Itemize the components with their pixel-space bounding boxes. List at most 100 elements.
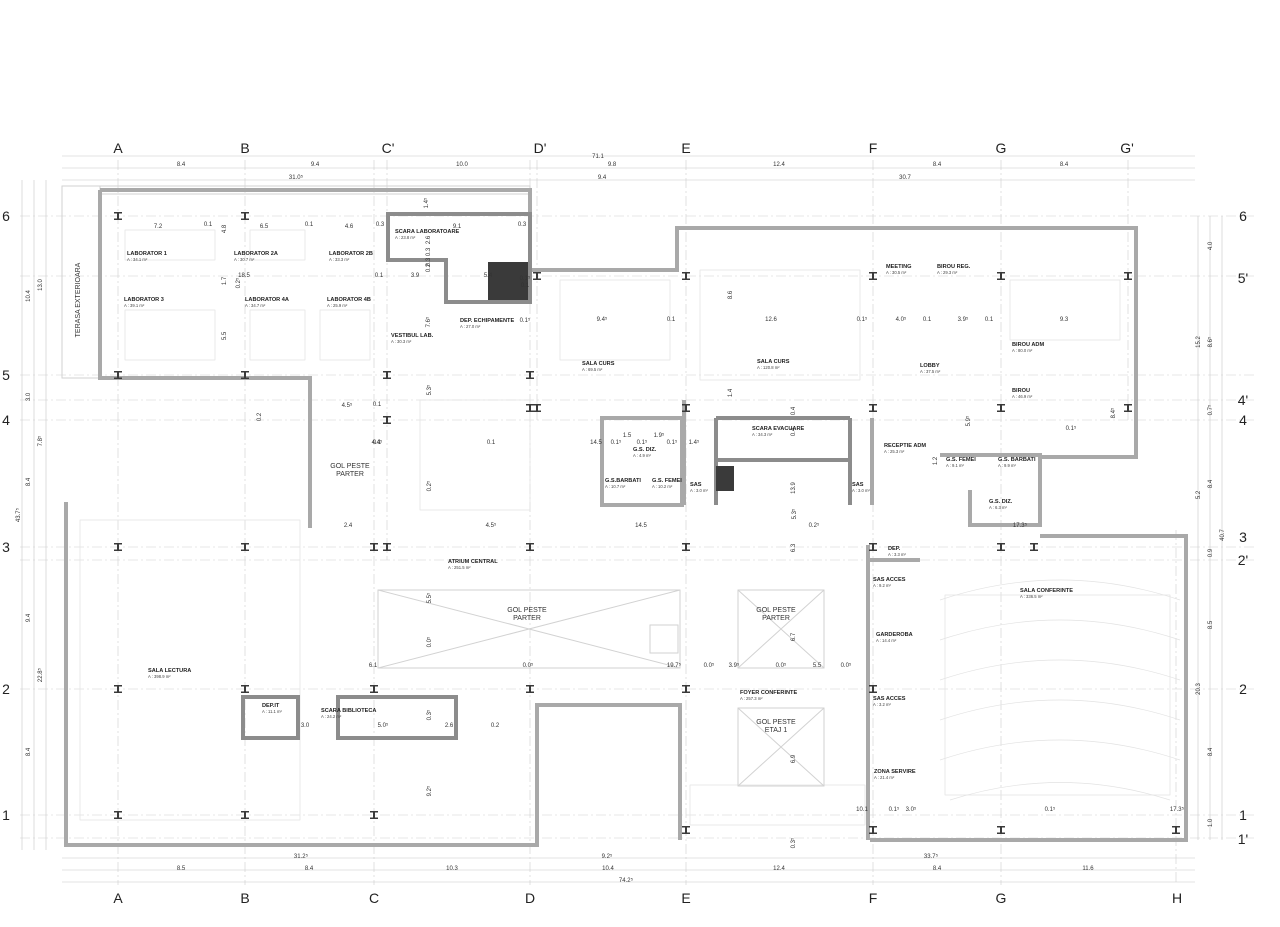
inner-dim-43: 0.1⁵ bbox=[611, 439, 622, 446]
column-marker bbox=[1124, 272, 1132, 280]
dim-top-1: 8.4 bbox=[177, 162, 186, 168]
axis-left-5: 5 bbox=[2, 367, 10, 383]
dim-bottom-4: 10.4 bbox=[602, 866, 614, 872]
dim-top-7: 8.4 bbox=[1060, 162, 1069, 168]
inner-dim-89: 0.2⁵ bbox=[235, 277, 242, 288]
room-name: LOBBY bbox=[920, 363, 940, 369]
inner-dim-66: 6.7 bbox=[791, 632, 797, 641]
dim-right-11: 8.4 bbox=[1208, 747, 1214, 756]
column-marker bbox=[682, 826, 690, 834]
room-area: A : 3.2 m² bbox=[873, 702, 892, 707]
inner-dim-51: 5.9⁵ bbox=[965, 415, 972, 426]
inner-dim-34: 8.6 bbox=[728, 290, 734, 299]
inner-dim-32: 0.1 bbox=[985, 317, 994, 323]
axis-bottom-A: A bbox=[113, 890, 123, 906]
room-33: DEP.ITA : 11.1 m² bbox=[262, 703, 283, 714]
inner-dim-53: 8.4⁵ bbox=[1110, 407, 1117, 418]
inner-dim-16: 0.1 bbox=[375, 273, 384, 279]
room-name: BIROU ADM bbox=[1012, 342, 1044, 348]
furniture bbox=[79, 229, 1171, 826]
dim-top-total: 71.1 bbox=[592, 154, 604, 160]
inner-dim-57: 2.4 bbox=[344, 523, 353, 529]
room-name: SCARA LABORATOARE bbox=[395, 229, 459, 235]
dim-right-5: 8.4 bbox=[1208, 479, 1214, 488]
inner-dim-65: 0.0⁵ bbox=[426, 636, 433, 647]
axis-right-5-prime: 5' bbox=[1238, 270, 1248, 286]
inner-dim-68: 0.0⁵ bbox=[523, 662, 534, 669]
room-area: A : 34.7 m² bbox=[245, 303, 266, 308]
room-area: A : 120.8 m² bbox=[757, 365, 780, 370]
inner-dim-3: 4.8 bbox=[222, 224, 228, 233]
dim-bottom-1: 8.5 bbox=[177, 866, 186, 872]
inner-dim-9: 9.1 bbox=[453, 224, 462, 230]
room-area: A : 3.0 m² bbox=[690, 488, 709, 493]
room-area: A : 39.1 m² bbox=[124, 303, 145, 308]
room-area: A : 46.9 m² bbox=[1012, 394, 1033, 399]
dim-left-7: 9.4 bbox=[26, 613, 32, 622]
axis-top-D-prime: D' bbox=[534, 140, 547, 156]
room-name: G.S. DIZ. bbox=[989, 499, 1013, 505]
room-name: SCARA BIBLIOTECA bbox=[321, 708, 376, 714]
stair-core-shaft bbox=[488, 262, 528, 300]
inner-dim-82: 10.1 bbox=[856, 807, 868, 813]
room-name: LABORATOR 4A bbox=[245, 297, 289, 303]
room-name: SALA CURS bbox=[757, 359, 790, 365]
room-1: LABORATOR 1A : 34.1 m² bbox=[127, 251, 167, 262]
column-marker bbox=[383, 371, 391, 379]
inner-dim-52: 0.1⁵ bbox=[1066, 425, 1077, 432]
inner-dim-71: 3.9⁵ bbox=[729, 662, 740, 669]
void-label-2-line2: PARTER bbox=[513, 615, 541, 622]
inner-dim-75: 3.0 bbox=[301, 723, 310, 729]
dim-top-4: 9.8 bbox=[608, 162, 617, 168]
inner-dim-2: 0.1 bbox=[204, 222, 213, 228]
room-name: FOYER CONFERINTE bbox=[740, 690, 797, 696]
column-marker bbox=[370, 685, 378, 693]
room-area: A : 23.8 m² bbox=[395, 235, 416, 240]
room-name: G.S. BARBATI bbox=[998, 457, 1036, 463]
inner-dim-55: 0.2⁵ bbox=[426, 480, 433, 491]
column-marker bbox=[114, 543, 122, 551]
dim-left-6: 43.7⁵ bbox=[15, 507, 22, 522]
inner-dim-61: 0.2⁵ bbox=[809, 522, 820, 529]
axis-left-1: 1 bbox=[2, 807, 10, 823]
axis-top-G-prime: G' bbox=[1120, 140, 1134, 156]
void-label-3-line1: GOL PESTE bbox=[756, 607, 796, 614]
room-area: A : 30.7 m² bbox=[234, 257, 255, 262]
column-marker bbox=[682, 543, 690, 551]
room-area: A : 398.9 m² bbox=[148, 674, 171, 679]
axis-bottom-D: D bbox=[525, 890, 535, 906]
room-area: A : 37.5 m² bbox=[920, 369, 941, 374]
axis-right-4: 4 bbox=[1239, 412, 1247, 428]
inner-dim-85: 0.1⁵ bbox=[1045, 806, 1056, 813]
inner-dim-21: 1.7 bbox=[222, 276, 228, 285]
column-marker bbox=[526, 404, 534, 412]
inner-dim-12: 0.3 bbox=[426, 247, 432, 256]
dim-top-6: 8.4 bbox=[933, 162, 942, 168]
axis-bottom-F: F bbox=[869, 890, 878, 906]
walls bbox=[64, 188, 1188, 847]
inner-dim-8: 1.4⁵ bbox=[423, 197, 430, 208]
inner-dim-70: 0.0⁵ bbox=[704, 662, 715, 669]
room-9: VESTIBUL LAB.A : 30.3 m² bbox=[391, 333, 434, 344]
room-area: A : 9.9 m² bbox=[998, 463, 1017, 468]
room-2: LABORATOR 2AA : 30.7 m² bbox=[234, 251, 278, 262]
dim-left-9: 8.4 bbox=[26, 747, 32, 756]
room-name: SALA LECTURA bbox=[148, 668, 191, 674]
inner-dim-7: 0.3 bbox=[376, 222, 385, 228]
room-area: A : 10.7 m² bbox=[605, 484, 626, 489]
inner-dim-13: 0.3 bbox=[426, 257, 432, 266]
axis-left-6: 6 bbox=[2, 208, 10, 224]
inner-dim-37: 0.1 bbox=[373, 402, 382, 408]
room-area: A : 69.5 m² bbox=[582, 367, 603, 372]
room-name: DEP.IT bbox=[262, 703, 280, 709]
room-name: SALA CURS bbox=[582, 361, 615, 367]
